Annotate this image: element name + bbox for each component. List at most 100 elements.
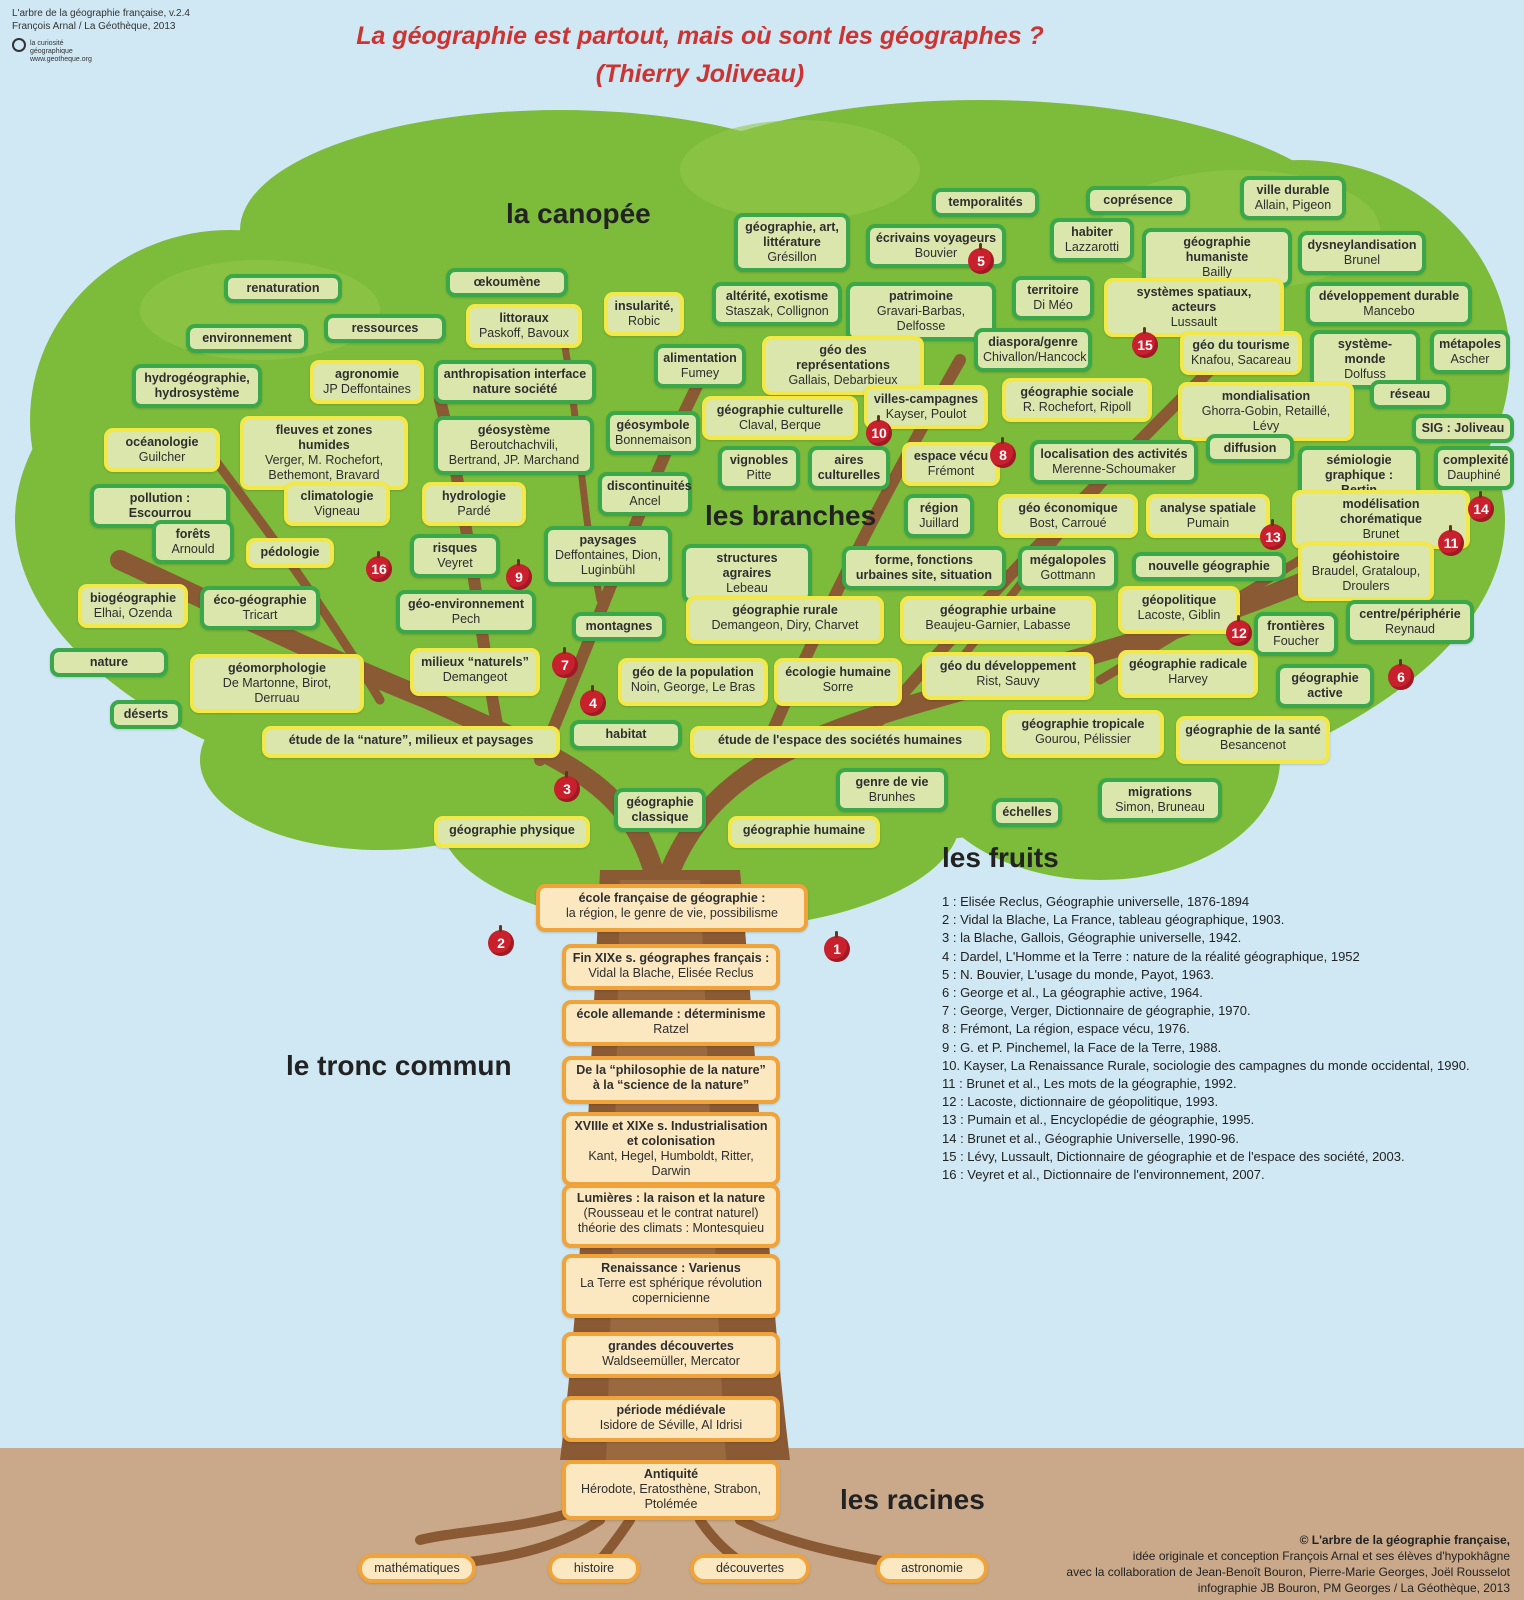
node-title: géographie tropicale <box>1021 717 1145 731</box>
root-label: mathématiques <box>374 1561 460 1575</box>
root-label: découvertes <box>715 1561 785 1575</box>
node-authors: Knafou, Sacareau <box>1190 353 1292 367</box>
node-title: réseau <box>1389 387 1431 401</box>
node-authors: Elhai, Ozenda <box>93 606 173 620</box>
section-label-branches: les branches <box>705 500 877 531</box>
concept-node: hydrogéographie, hydrosystème <box>132 364 262 408</box>
apple-marker: 2 <box>488 925 514 956</box>
legend-item: 9 : G. et P. Pinchemel, la Face de la Te… <box>942 1039 1222 1055</box>
node-title: région <box>919 501 959 515</box>
header-author: François Arnal / La Géothèque, 2013 <box>12 21 176 32</box>
fruits-legend: 1 : Elisée Reclus, Géographie universell… <box>942 893 1512 1184</box>
apple-marker: 8 <box>990 437 1016 468</box>
legend-item: 2 : Vidal la Blache, La France, tableau … <box>942 912 1285 928</box>
legend-item: 5 : N. Bouvier, L'usage du monde, Payot,… <box>942 966 1215 982</box>
node-authors: Ancel <box>629 494 661 508</box>
credit-line: idée originale et conception François Ar… <box>1132 1549 1510 1563</box>
node-title: école française de géographie : <box>578 891 766 905</box>
concept-node: aires culturelles <box>808 446 890 490</box>
node-title: temporalités <box>948 195 1023 209</box>
node-title: géographie classique <box>626 795 694 824</box>
node-title: vignobles <box>729 453 789 467</box>
concept-node: géographie physique <box>434 816 590 848</box>
node-authors: Paskoff, Bavoux <box>478 326 570 340</box>
node-authors: Noin, George, Le Bras <box>630 680 756 694</box>
node-authors: Guilcher <box>138 450 186 464</box>
apple-marker: 12 <box>1226 615 1252 646</box>
node-title: hydrologie <box>442 489 506 503</box>
node-title: géo-environnement <box>408 597 524 611</box>
legend-item: 4 : Dardel, L'Homme et la Terre : nature… <box>942 948 1360 964</box>
root-label: astronomie <box>901 1561 963 1575</box>
apple-marker: 3 <box>554 771 580 802</box>
node-authors: Deffontaines, Dion, Luginbühl <box>554 548 662 577</box>
node-authors: Brunhes <box>868 790 916 804</box>
node-title: espace vécu <box>913 449 989 463</box>
node-authors: Allain, Pigeon <box>1254 198 1332 212</box>
node-title: ressources <box>351 321 419 335</box>
page-title: La géographie est partout, mais où sont … <box>356 22 1044 50</box>
node-authors: Robic <box>628 314 660 328</box>
node-title: biogéographie <box>89 591 177 605</box>
concept-node: géographie active <box>1276 664 1374 708</box>
trunk-node: école française de géographie :la région… <box>536 884 808 932</box>
node-title: système-monde <box>1337 337 1393 366</box>
legend-item: 7 : George, Verger, Dictionnaire de géog… <box>942 1003 1251 1019</box>
node-authors: Simon, Bruneau <box>1115 800 1205 814</box>
node-title: grandes découvertes <box>608 1339 734 1353</box>
node-authors: Vidal la Blache, Elisée Reclus <box>588 966 754 980</box>
node-authors: Pardé <box>457 504 491 518</box>
node-title: métapoles <box>1439 337 1501 351</box>
node-title: diaspora/genre <box>988 335 1078 349</box>
legend-item: 12 : Lacoste, dictionnaire de géopolitiq… <box>942 1094 1219 1110</box>
node-authors: Chivallon/Hancock <box>983 350 1087 364</box>
concept-node: réseau <box>1370 380 1450 409</box>
legend-item: 11 : Brunet et al., Les mots de la géogr… <box>942 1076 1237 1092</box>
node-title: migrations <box>1128 785 1192 799</box>
node-title: habitat <box>605 727 647 741</box>
node-title: XVIIIe et XIXe s. Industrialisation et c… <box>574 1119 768 1148</box>
node-authors: R. Rochefort, Ripoll <box>1022 400 1132 414</box>
node-authors: Lacoste, Giblin <box>1137 608 1221 622</box>
node-authors: Juillard <box>919 516 959 530</box>
node-title: géographie rurale <box>732 603 838 617</box>
node-title: risques <box>432 541 478 555</box>
node-authors: Di Méo <box>1033 298 1073 312</box>
trunk-node: XVIIIe et XIXe s. Industrialisation et c… <box>562 1112 780 1186</box>
credit-line: infographie JB Bouron, PM Georges / La G… <box>1197 1581 1510 1595</box>
trunk-node: De la “philosophie de la nature” à la “s… <box>562 1056 780 1104</box>
node-title: systèmes spatiaux, acteurs <box>1136 285 1252 314</box>
concept-node: forme, fonctions urbaines site, situatio… <box>842 546 1006 590</box>
legend-item: 1 : Elisée Reclus, Géographie universell… <box>942 894 1250 909</box>
legend-item: 10. Kayser, La Renaissance Rurale, socio… <box>942 1057 1470 1073</box>
node-title: Lumières : la raison et la nature <box>576 1191 766 1205</box>
node-authors: Dauphiné <box>1447 468 1501 482</box>
section-label-racines: les racines <box>840 1484 985 1515</box>
trunk-node: Fin XIXe s. géographes français :Vidal l… <box>562 944 780 990</box>
apple-marker: 4 <box>580 685 606 716</box>
node-authors: Ratzel <box>653 1022 689 1036</box>
node-title: géographie physique <box>449 823 575 837</box>
header-version: L'arbre de la géographie française, v.2.… <box>12 8 190 19</box>
node-title: environnement <box>202 331 292 345</box>
node-authors: Beaujeu-Garnier, Labasse <box>925 618 1071 632</box>
node-authors: Isidore de Séville, Al Idrisi <box>599 1418 743 1432</box>
node-authors: Vigneau <box>314 504 360 518</box>
node-authors: Kant, Hegel, Humboldt, Ritter, Darwin <box>588 1149 754 1178</box>
